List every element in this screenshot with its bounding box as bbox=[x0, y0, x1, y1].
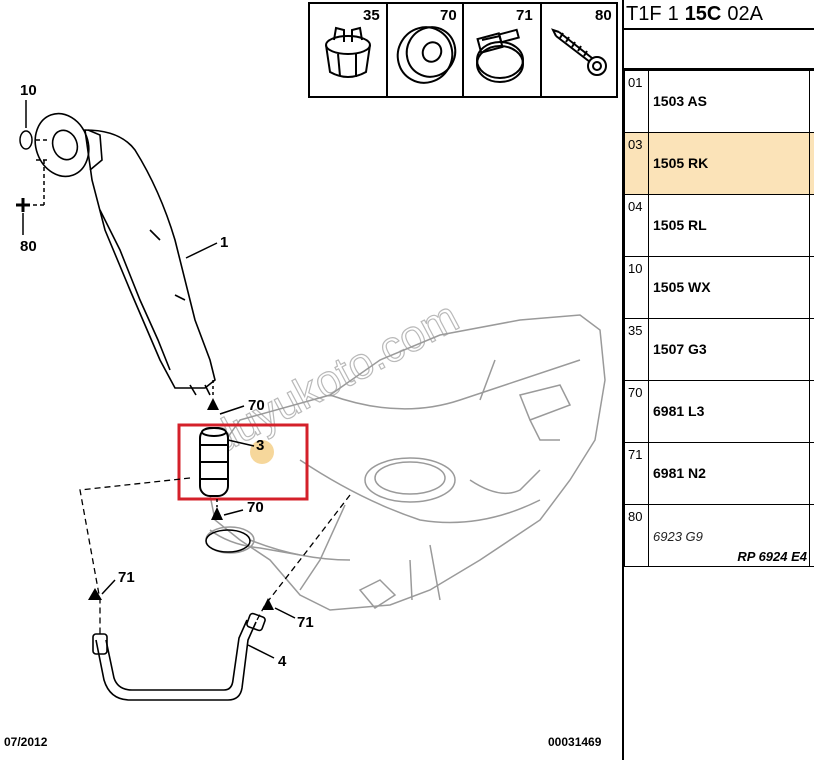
ring-part-10 bbox=[19, 130, 48, 206]
exploded-parts-diagram: 35 70 71 bbox=[4, 2, 618, 749]
part-number-cell[interactable]: 1507 G3 bbox=[648, 318, 810, 381]
code-part-2: 1 bbox=[667, 3, 679, 25]
thumbnail-label-35: 35 bbox=[363, 7, 380, 24]
callout-1[interactable]: 1 bbox=[220, 234, 228, 251]
code-part-3: 15C bbox=[684, 3, 722, 25]
callout-3[interactable]: 3 bbox=[256, 437, 264, 454]
part-ref: 03 bbox=[624, 132, 649, 195]
part-number-cell[interactable]: 1505 WX bbox=[648, 256, 810, 319]
part-number: 1505 RL bbox=[653, 217, 707, 233]
part-ref: 10 bbox=[624, 256, 649, 319]
replacement-part-number: RP 6924 E4 bbox=[737, 549, 807, 564]
truncated-column bbox=[809, 132, 814, 195]
filler-pipe bbox=[34, 112, 216, 396]
thumbnail-71[interactable]: 71 bbox=[476, 7, 533, 83]
part-number: 1505 WX bbox=[653, 279, 711, 295]
callout-80[interactable]: 80 bbox=[20, 238, 37, 255]
hose-clamp-icon bbox=[476, 28, 524, 83]
truncated-column bbox=[809, 504, 814, 567]
part-number-cell[interactable]: 1505 RL bbox=[648, 194, 810, 257]
callout-10[interactable]: 10 bbox=[20, 82, 37, 99]
part-number-cell[interactable]: 6923 G9 RP 6924 E4 bbox=[648, 504, 810, 567]
callout-badge bbox=[250, 440, 274, 464]
watermark-text: duyukoto.com bbox=[202, 292, 467, 464]
callout-71-right[interactable]: 71 bbox=[297, 614, 314, 631]
part-number-cell[interactable]: 1503 AS bbox=[648, 70, 810, 133]
watermark: duyukoto.com bbox=[201, 291, 467, 464]
plus-icon bbox=[16, 198, 30, 212]
grommet-icon bbox=[396, 26, 457, 84]
arrow-top-70 bbox=[207, 378, 245, 415]
part-number: 1505 RK bbox=[653, 155, 709, 171]
truncated-column bbox=[809, 70, 814, 133]
hose-part-3[interactable] bbox=[199, 427, 229, 497]
drawing-number: 00031469 bbox=[548, 735, 602, 749]
truncated-column bbox=[809, 318, 814, 381]
arrow-left-71 bbox=[88, 588, 102, 600]
callout-4[interactable]: 4 bbox=[278, 653, 287, 670]
truncated-column bbox=[809, 442, 814, 505]
part-number: 1503 AS bbox=[653, 93, 707, 109]
part-ref: 01 bbox=[624, 70, 649, 133]
connection-lines bbox=[79, 477, 351, 635]
callout-71-left[interactable]: 71 bbox=[118, 569, 135, 586]
thumbnail-label-71: 71 bbox=[516, 7, 533, 24]
part-number-cell[interactable]: 6981 L3 bbox=[648, 380, 810, 443]
part-number: 1507 G3 bbox=[653, 341, 707, 357]
breather-pipe bbox=[92, 612, 266, 701]
arrow-right-71 bbox=[262, 598, 274, 610]
filler-neck-outlet bbox=[205, 529, 251, 553]
thumbnail-70[interactable]: 70 bbox=[388, 7, 465, 93]
callout-70-bottom[interactable]: 70 bbox=[247, 499, 264, 516]
thumbnail-80[interactable]: 80 bbox=[551, 7, 612, 76]
part-ref: 70 bbox=[624, 380, 649, 443]
part-number-cell[interactable]: 1505 RK bbox=[648, 132, 810, 195]
callout-70-top[interactable]: 70 bbox=[248, 397, 265, 414]
thumbnail-strip: 35 70 71 bbox=[308, 2, 618, 98]
arrow-bottom-70 bbox=[211, 499, 244, 520]
truncated-column bbox=[809, 380, 814, 443]
thumbnail-label-70: 70 bbox=[440, 7, 457, 24]
screw-icon bbox=[551, 28, 607, 76]
code-part-1: T1F bbox=[626, 3, 662, 25]
parts-row-80[interactable]: 80 6923 G9 RP 6924 E4 bbox=[624, 504, 814, 567]
clip-icon bbox=[325, 26, 371, 78]
part-number: 6981 L3 bbox=[653, 403, 705, 419]
part-number: 6923 G9 bbox=[653, 529, 703, 544]
panel-divider bbox=[622, 0, 624, 760]
header-rule bbox=[624, 28, 814, 30]
truncated-column bbox=[809, 256, 814, 319]
part-ref: 04 bbox=[624, 194, 649, 257]
part-ref: 35 bbox=[624, 318, 649, 381]
highlight-box bbox=[177, 423, 309, 501]
thumbnail-label-80: 80 bbox=[595, 7, 612, 24]
part-number: 6981 N2 bbox=[653, 465, 706, 481]
table-header-row bbox=[624, 30, 814, 70]
code-part-4: 02A bbox=[727, 3, 763, 25]
thumbnail-35[interactable]: 35 bbox=[325, 7, 380, 78]
truncated-column bbox=[809, 194, 814, 257]
part-number-cell[interactable]: 6981 N2 bbox=[648, 442, 810, 505]
diagram-date: 07/2012 bbox=[4, 735, 48, 749]
part-ref: 71 bbox=[624, 442, 649, 505]
part-ref: 80 bbox=[624, 504, 649, 567]
